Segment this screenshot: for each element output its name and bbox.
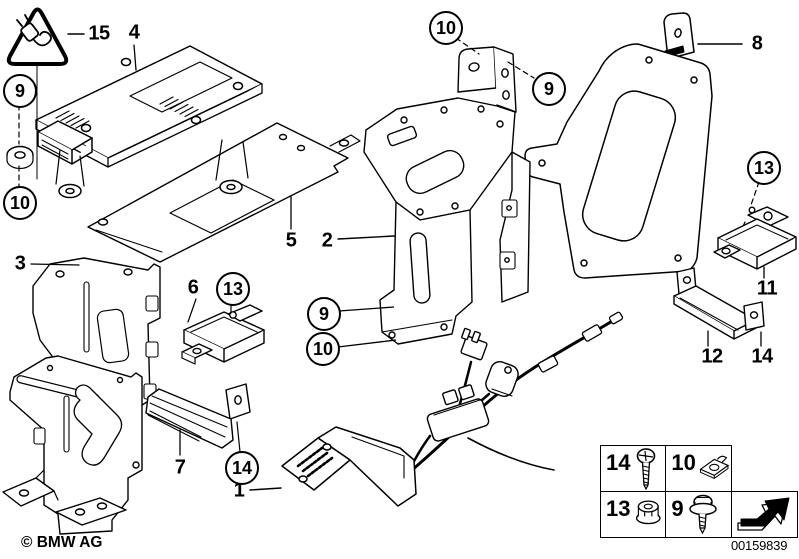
part-label-6: 6 [187, 276, 199, 299]
part-3-bracket-lower [2, 355, 143, 535]
part-4-control-module [35, 45, 263, 199]
washer-grommet [6, 145, 34, 170]
direction-arrow-3d-icon [737, 497, 790, 531]
legend-num-10: 10 [671, 450, 696, 475]
part-label-2: 2 [321, 229, 333, 252]
callout-9-top-mid: 9 [532, 72, 566, 106]
rect-connector [426, 384, 490, 442]
part-6-module [181, 304, 265, 365]
power-plug-hazard-triangle-icon [6, 7, 69, 66]
callout-10-top-mid: 10 [429, 11, 463, 45]
callout-13-left: 13 [216, 272, 250, 306]
part-7-strap-bracket [145, 383, 251, 449]
callout-10-mid: 10 [306, 332, 340, 366]
part-label-1: 1 [233, 479, 245, 502]
part-12-bracket [673, 267, 765, 340]
part-label-11: 11 [756, 277, 778, 300]
callout-9-mid: 9 [307, 297, 341, 331]
legend-num-9: 9 [671, 496, 684, 522]
legend-cell-arrow [730, 491, 798, 539]
legend-cell-13: 13 [600, 491, 667, 539]
callout-14-bottom: 14 [225, 451, 259, 485]
two-pin-connector [460, 327, 488, 361]
part-11-module [713, 206, 797, 270]
part-label-8: 8 [751, 32, 763, 55]
leader-lines [18, 33, 765, 491]
part-label-5: 5 [285, 229, 297, 252]
callout-10-top-left: 10 [3, 186, 37, 220]
callout-13-right: 13 [747, 151, 781, 185]
microphone-body [485, 361, 519, 397]
part-label-3: 3 [14, 252, 26, 275]
part-3-bracket-upper [32, 257, 161, 415]
callout-9-top-left: 9 [3, 74, 37, 108]
part-label-14: 14 [751, 345, 773, 368]
part-label-7: 7 [174, 456, 186, 479]
part-label-15: 15 [88, 22, 110, 45]
legend-cell-10: 10 [665, 445, 733, 493]
part-label-12: 12 [701, 345, 723, 368]
legend-num-13: 13 [606, 496, 631, 522]
d-sub-connector [281, 426, 417, 507]
part-8-mounting-plate [524, 12, 713, 279]
part-5-bracket-tray [87, 122, 361, 263]
legend-cell-9: 9 [665, 491, 733, 539]
part-1-wiring-harness [281, 311, 624, 507]
washer-screw-icon [688, 495, 717, 535]
body-nut-clip-icon [699, 455, 730, 480]
legend-num-14: 14 [606, 450, 631, 475]
part-2-center-bracket [363, 46, 531, 345]
diagram-number: 00159839 [731, 538, 788, 553]
tapping-screw-icon [637, 448, 656, 490]
copyright-notice: © BMW AG [21, 534, 103, 551]
fastener-legend: 14 10 [600, 445, 798, 539]
legend-cell-14: 14 [600, 445, 667, 493]
hex-flange-nut-icon [636, 500, 662, 525]
part-label-4: 4 [128, 21, 140, 44]
